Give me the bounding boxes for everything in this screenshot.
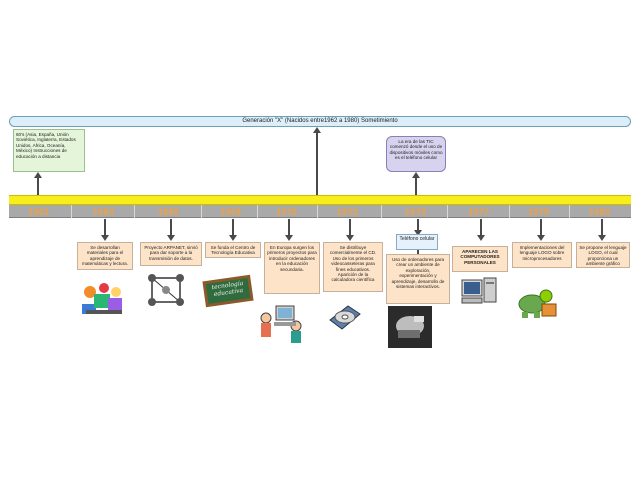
children-computer-icon xyxy=(260,305,302,343)
timeline-gray-band xyxy=(9,205,631,218)
top-left-arrow xyxy=(34,172,42,178)
event-text-1965: Proyecto ARPANET, sirvió para dar soport… xyxy=(144,245,198,261)
top-right-box: La era de las TIC comenzó desde el uso d… xyxy=(386,136,446,172)
top-left-connector xyxy=(37,178,39,196)
top-left-box-text: 60's (Asia, España, Unión Soviética, Ing… xyxy=(16,132,76,159)
event-text-1979: Implementaciones del lenguaje LOGO sobre… xyxy=(519,245,565,261)
arrow-line-1980 xyxy=(601,219,603,236)
arrow-head-1972 xyxy=(346,235,354,241)
arrow-head-1963 xyxy=(101,235,109,241)
arrow-head-1965 xyxy=(167,235,175,241)
arrow-line-1969 xyxy=(232,219,234,236)
interactive-device-icon xyxy=(388,306,432,348)
phone-label-text: Teléfono celular xyxy=(399,236,435,242)
arrow-line-1977 xyxy=(480,219,482,236)
year-label-1965: 1965 xyxy=(158,207,180,217)
year-label-1980: 1980 xyxy=(589,207,611,217)
event-text-1969: Se funda el Centro de Tecnología Educati… xyxy=(210,245,256,256)
event-box-1977: APARECEN LAS COMPUTADORES PERSONALES xyxy=(452,246,508,272)
event-box-1972: Se distribuye comercialmente el CD. Uso … xyxy=(323,242,383,292)
phone-label-box: Teléfono celular xyxy=(396,234,438,250)
event-box-1965: Proyecto ARPANET, sirvió para dar soport… xyxy=(140,242,202,266)
year-label-1977: 1977 xyxy=(468,207,490,217)
year-label-1979: 1979 xyxy=(528,207,550,217)
event-text-1977: APARECEN LAS COMPUTADORES PERSONALES xyxy=(460,249,500,265)
event-box-1979: Implementaciones del lenguaje LOGO sobre… xyxy=(512,242,572,268)
arrow-line-1963 xyxy=(104,219,106,236)
event-text-1973: Uso de ordenadores para crear un ambient… xyxy=(391,257,445,290)
arrow-head-1969 xyxy=(229,235,237,241)
event-box-1980: Se propone el lenguaje LOGO, el cual pro… xyxy=(576,242,630,268)
event-box-1970: En Europa surgen los primeros proyectos … xyxy=(264,242,320,294)
personal-computer-icon xyxy=(461,277,497,304)
year-label-1970: 1970 xyxy=(276,207,298,217)
event-text-1972: Se distribuye comercialmente el CD. Uso … xyxy=(329,245,377,283)
event-text-1963: Se desarrollan materiales para el aprend… xyxy=(82,245,128,267)
top-right-connector xyxy=(415,178,417,196)
phone-connector xyxy=(417,250,419,254)
generation-title-bar: Generación "X" (Nacidos entre1962 a 1980… xyxy=(9,116,631,127)
network-illustration-icon xyxy=(148,274,184,306)
students-illustration-icon xyxy=(82,283,122,314)
top-right-arrow xyxy=(412,172,420,178)
event-text-1980: Se propone el lenguaje LOGO, el cual pro… xyxy=(579,245,627,267)
timeline-yellow-band xyxy=(9,195,631,205)
arrow-line-1965 xyxy=(170,219,172,236)
top-right-box-text: La era de las TIC comenzó desde el uso d… xyxy=(389,139,443,161)
arrow-head-1979 xyxy=(537,235,545,241)
arrow-line-1973 xyxy=(417,219,419,231)
cd-disc-icon xyxy=(329,305,361,330)
chalkboard-icon xyxy=(202,274,254,308)
generation-title: Generación "X" (Nacidos entre1962 a 1980… xyxy=(242,118,398,124)
event-box-1963: Se desarrollan materiales para el aprend… xyxy=(77,242,133,270)
logo-turtle-icon xyxy=(518,289,557,318)
year-label-1963: 1963 xyxy=(93,207,115,217)
year-label-1962: 1962 xyxy=(28,207,50,217)
arrow-line-1970 xyxy=(288,219,290,236)
year-label-1973: 1973 xyxy=(405,207,427,217)
event-text-1970: En Europa surgen los primeros proyectos … xyxy=(267,245,317,272)
top-left-box: 60's (Asia, España, Unión Soviética, Ing… xyxy=(13,129,85,172)
center-arrow-head xyxy=(313,127,321,133)
year-label-1972: 1972 xyxy=(337,207,359,217)
year-label-1969: 1969 xyxy=(220,207,242,217)
event-box-1973: Uso de ordenadores para crear un ambient… xyxy=(386,254,450,304)
arrow-line-1972 xyxy=(349,219,351,236)
arrow-head-1973 xyxy=(414,230,422,236)
arrow-head-1970 xyxy=(285,235,293,241)
arrow-head-1980 xyxy=(598,235,606,241)
center-arrow-line xyxy=(316,133,318,203)
arrow-line-1979 xyxy=(540,219,542,236)
event-box-1969: Se funda el Centro de Tecnología Educati… xyxy=(205,242,261,258)
arrow-head-1977 xyxy=(477,235,485,241)
